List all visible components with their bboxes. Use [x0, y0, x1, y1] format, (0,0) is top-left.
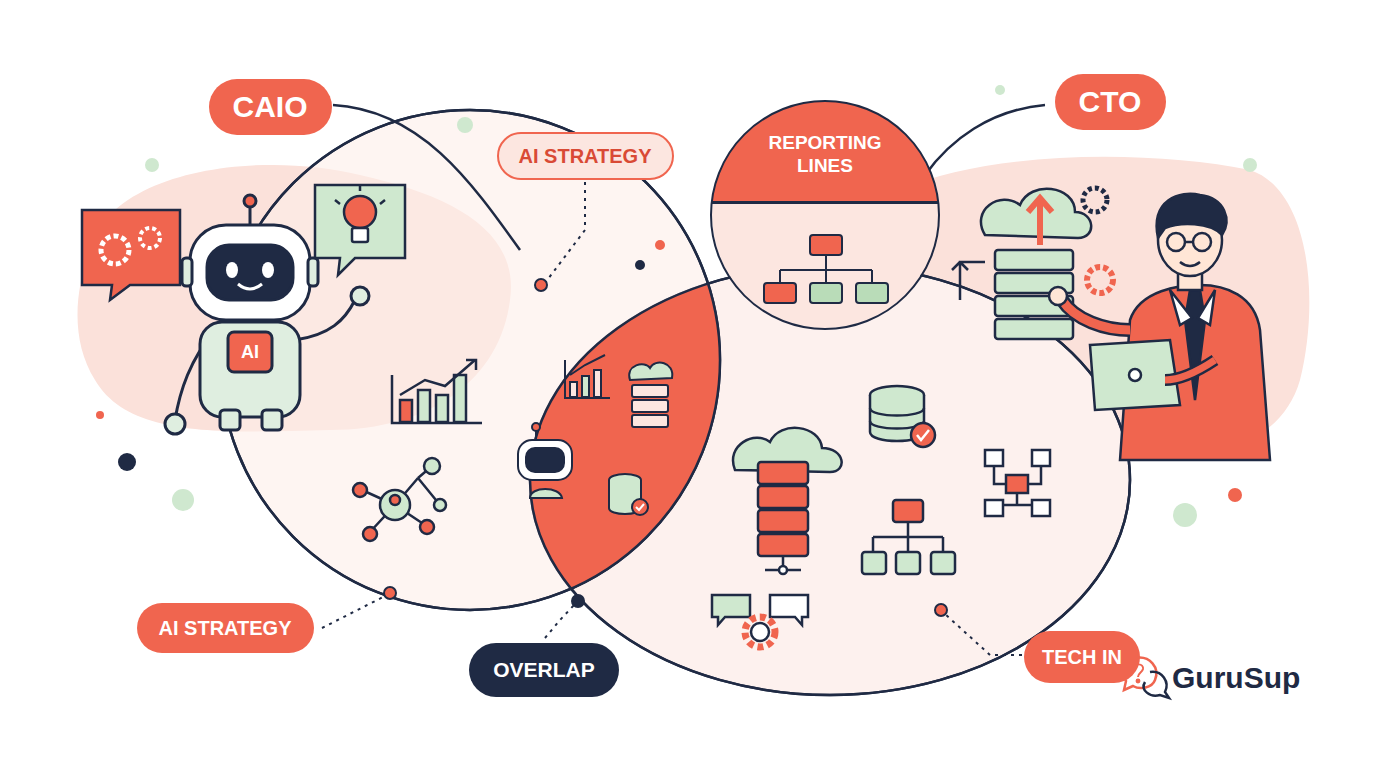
network — [353, 458, 446, 541]
node-text: OVERLAP — [493, 658, 595, 682]
chest-label: AI — [241, 342, 259, 363]
node-text: CTO — [1079, 85, 1142, 119]
overlap-pill: OVERLAP — [469, 643, 619, 697]
node-text: AI STRATEGY — [159, 617, 292, 640]
org-chart-right — [985, 450, 1050, 516]
person — [1049, 194, 1270, 460]
idea-bubble — [315, 185, 405, 275]
cto-curve — [925, 105, 1045, 175]
decor-dots — [96, 85, 1257, 527]
org-chart-mid — [862, 500, 955, 574]
node-text: CAIO — [233, 90, 308, 124]
gear-bubble — [82, 210, 180, 300]
topic-pill: AI STRATEGY — [137, 603, 314, 653]
topic-pill: TECH IN — [1024, 631, 1140, 683]
leader-dots — [384, 279, 947, 616]
role-pill: CAIO — [209, 79, 332, 135]
bar-chart — [392, 360, 482, 423]
chat-gear — [712, 595, 808, 647]
overlap-icons — [518, 355, 672, 515]
role-pill: CTO — [1055, 74, 1166, 130]
robot-face — [226, 262, 274, 289]
node-text: REPORTING LINES — [750, 132, 900, 178]
node-text: AI STRATEGY — [519, 145, 652, 168]
brand-patch — [1110, 648, 1338, 708]
cloud-server — [733, 428, 842, 574]
topic-pill: AI STRATEGY — [497, 132, 674, 180]
reporting-circle: REPORTING LINES — [710, 100, 940, 330]
caio-curve — [333, 105, 520, 250]
node-text: TECH IN — [1042, 646, 1122, 669]
brand-watermark: GuruSup — [1172, 661, 1300, 695]
database — [870, 386, 935, 447]
